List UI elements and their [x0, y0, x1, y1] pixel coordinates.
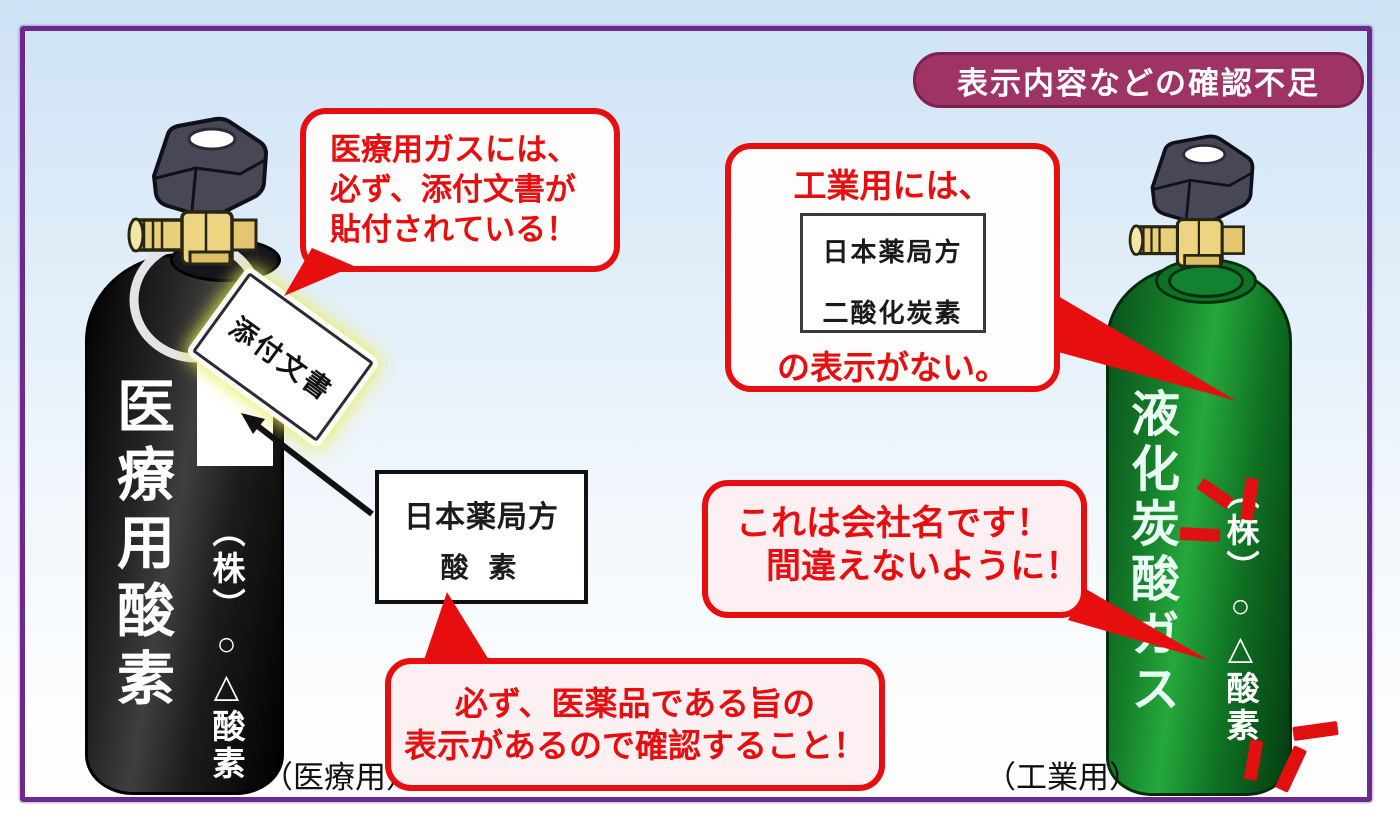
company-name-callout: これは会社名です！ 間違えないように！ — [702, 480, 1087, 618]
check-callout-line: 必ず、医薬品である旨の — [454, 684, 816, 722]
check-callout-line: 表示があるので確認すること！ — [404, 726, 866, 764]
insert-callout-line: 貼付されている！ — [330, 212, 578, 247]
company-callout-line: 間違えないように！ — [766, 547, 1081, 586]
medical-cylinder-label: 医療用酸素 — [108, 376, 173, 716]
emphasis-mark — [1179, 526, 1221, 543]
missing-label-box: 日本薬局方 二酸化炭素 — [799, 213, 986, 333]
industrial-cylinder-label: 液化炭酸ガス — [1124, 388, 1178, 718]
title-banner-label: 表示内容などの確認不足 — [957, 65, 1320, 101]
company-callout-line: これは会社名です！ — [736, 504, 1052, 543]
pharmacopoeia-line2: 酸 素 — [440, 552, 523, 583]
medical-company-label: （株）○△酸素 — [208, 514, 245, 783]
pharmacopoeia-line1: 日本薬局方 — [404, 501, 559, 534]
pharmacopoeia-label-box: 日本薬局方 酸 素 — [375, 470, 588, 604]
missing-label-line1: 日本薬局方 — [822, 237, 963, 267]
title-banner: 表示内容などの確認不足 — [913, 52, 1364, 108]
missing-label-line2: 二酸化炭素 — [822, 298, 963, 328]
industrial-cylinder-collar-ring — [1168, 264, 1244, 298]
insert-callout: 医療用ガスには、 必ず、添付文書が 貼付されている！ — [300, 108, 620, 272]
industrial-callout: 工業用には、 日本薬局方 二酸化炭素 の表示がない。 — [725, 143, 1060, 392]
insert-callout-line: 医療用ガスには、 — [330, 132, 578, 167]
industrial-caption: （工業用） — [985, 760, 1140, 795]
industrial-callout-outro: の表示がない。 — [777, 349, 1008, 386]
medical-cylinder-neck — [170, 238, 281, 282]
check-callout: 必ず、医薬品である旨の 表示があるので確認すること！ — [385, 658, 885, 791]
industrial-company-label: （株）○△酸素 — [1222, 476, 1259, 745]
insert-callout-line: 必ず、添付文書が — [330, 172, 576, 207]
industrial-callout-intro: 工業用には、 — [793, 167, 992, 204]
poster-frame — [20, 26, 1372, 802]
